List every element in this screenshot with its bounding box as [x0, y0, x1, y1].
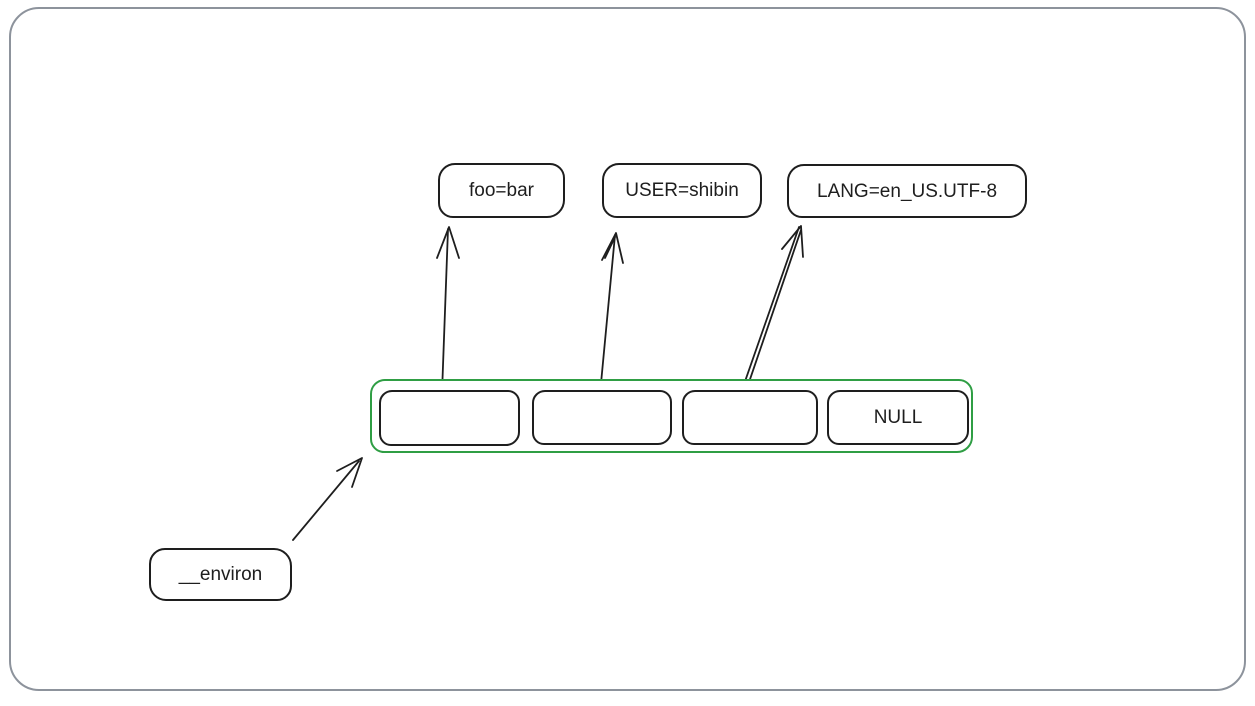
- env-string-label: foo=bar: [469, 180, 534, 201]
- environ-box: __environ: [149, 548, 292, 601]
- env-string-box-lang: LANG=en_US.UTF-8: [787, 164, 1027, 218]
- array-cell-null: NULL: [827, 390, 969, 445]
- array-cell-1: [532, 390, 672, 445]
- array-cell-label: NULL: [873, 407, 923, 428]
- environ-label: __environ: [178, 564, 263, 585]
- env-string-box-user: USER=shibin: [602, 163, 762, 218]
- env-string-label: USER=shibin: [625, 180, 739, 201]
- array-cell-2: [682, 390, 818, 445]
- env-string-box-foo: foo=bar: [438, 163, 565, 218]
- env-pointer-array: NULL: [370, 379, 973, 453]
- env-string-label: LANG=en_US.UTF-8: [816, 180, 998, 202]
- array-cell-0: [379, 390, 520, 446]
